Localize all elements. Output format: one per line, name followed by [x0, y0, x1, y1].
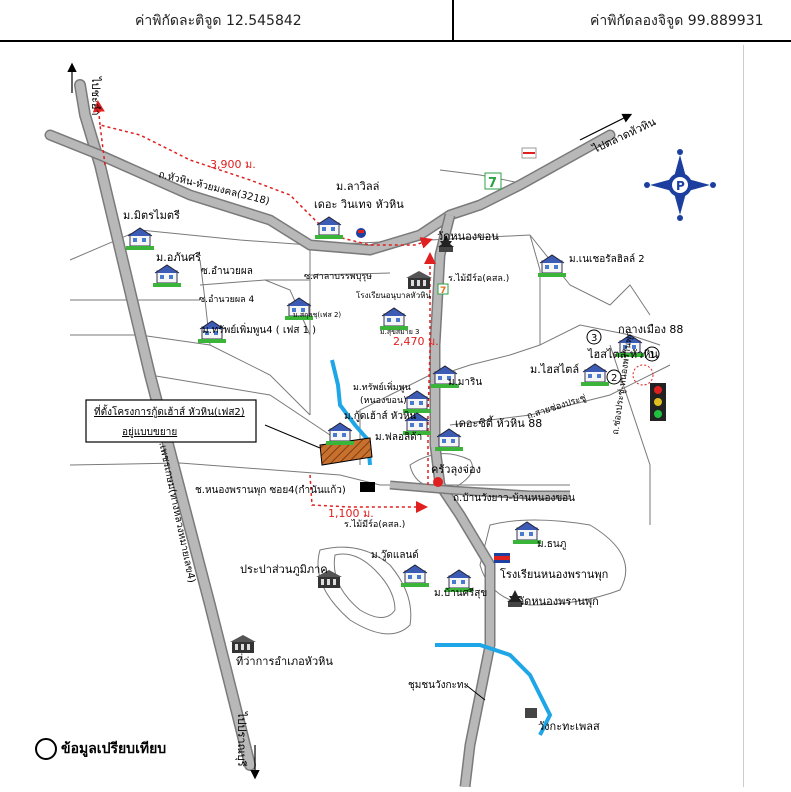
label-amnuay-phon-4: ซ.อำนวยผล 4	[199, 294, 255, 305]
seven-eleven-icon: 7	[484, 172, 502, 191]
distance-2470: 2,470 ม.	[393, 335, 439, 348]
latitude-label: ค่าพิกัดละติจูด 12.545842	[135, 13, 302, 29]
distance-3900: 3,900 ม.	[210, 158, 256, 171]
label-wangkatha-place: วังกะทะเพลส	[538, 720, 600, 733]
project-subtitle: อยู่แบบขยาย	[122, 427, 177, 438]
longitude-label: ค่าพิกัดลองจิจูด 99.889931	[590, 13, 764, 29]
svg-text:P: P	[676, 179, 685, 193]
label-thongsap: ม.ทรัพย์เพิ่มพูน	[353, 380, 411, 393]
hua-hin-huai-mongkol-road	[44, 129, 616, 256]
house-icon-the-land	[400, 564, 430, 588]
traffic-light-icon	[650, 383, 666, 421]
house-icon-larivale	[314, 216, 344, 240]
map-canvas: P 7 7	[44, 62, 716, 788]
label-nong-khon: (หนองขอน)	[360, 396, 407, 406]
svg-text:7: 7	[440, 286, 446, 296]
label-the-city: เดอะซิตี้ หัวหิน 88	[455, 415, 542, 430]
label-marin: ม.มาริน	[448, 377, 482, 388]
label-orkanjari: ม.อภันศรี	[156, 251, 201, 264]
label-krua-lung: ครัวลุงจ่อง	[431, 463, 481, 476]
label-wat-nong-khon: วัดหนองขอน	[437, 230, 499, 243]
label-thonglek: ม.ทรัพย์เพิ่มพูน4 ( เฟส 1 )	[202, 322, 316, 336]
legend-label: ข้อมูลเปรียบเทียบ	[61, 741, 167, 757]
house-icon-suksamai3	[379, 307, 409, 331]
coordinate-divider	[452, 0, 454, 40]
label-goodhouse: ม.กู้ดเฮ้าส์ หัวหิน	[344, 410, 417, 422]
label-ban-wang-yao: ถ.บ้านวังยาว-บ้านหนองขอน	[453, 492, 575, 504]
label-the-land: ม.วู๊ดแลนด์	[371, 549, 419, 561]
label-to-cha-am: ไปชะอำ	[89, 76, 102, 116]
marker-3: 3	[586, 329, 602, 345]
label-suksamai3: ม.สุขสมาย 3	[380, 328, 420, 336]
larivale-flag-icon	[356, 228, 366, 238]
route-lines	[92, 100, 436, 513]
label-mai-moo-sor: ร.ไม้มีร์อ(คสล.)	[448, 272, 509, 284]
district-office-icon	[230, 635, 256, 653]
label-hi-style: ม.ไฮสไตล์	[530, 363, 579, 376]
label-district-office: ที่ว่าการอำเภอหัวหิน	[236, 653, 333, 668]
label-mitrmaitri: ม.มิตรไมตรี	[123, 209, 180, 222]
label-school: โรงเรียนอนุบาลหัวหิน	[356, 290, 431, 300]
label-wat-nong-phran: วัดหนองพรานพุก	[518, 595, 599, 608]
project-gate-icon	[360, 482, 375, 492]
svg-text:1: 1	[649, 350, 655, 361]
legend-circle-icon	[35, 738, 57, 760]
svg-text:7: 7	[488, 176, 497, 191]
location-map: P 7 7	[10, 45, 744, 788]
house-icon-project	[325, 422, 355, 446]
label-thanapu: ม.ธนภู	[537, 539, 566, 550]
nong-khon-road	[429, 213, 496, 788]
svg-text:2: 2	[611, 373, 617, 384]
label-rongrean: โรงเรียนหนองพรานพุก	[500, 567, 608, 581]
label-to-pranburi: ไปปราณบุรี	[235, 711, 248, 767]
school-icon-anuban	[406, 271, 432, 289]
project-callout: ที่ตั้งโครงการกู้ดเฮ้าส์ หัวหิน(เฟส2) อย…	[85, 399, 257, 443]
seven-eleven-icon-2: 7	[437, 283, 449, 296]
label-waterworks: ประปาส่วนภูมิภาค	[240, 563, 328, 576]
label-hi-style-hua-hin: ไฮสไตล์ หัวหิน	[587, 348, 659, 361]
house-icon-thongsap	[402, 390, 432, 414]
label-bansukh: ม.บ้านศรีสุข	[434, 587, 487, 599]
label-florida: ม.ฟลอลิด้า	[375, 431, 422, 443]
marker-2: 2	[606, 369, 622, 385]
legend: ข้อมูลเปรียบเทียบ	[35, 738, 166, 760]
house-icon-orkanjari	[152, 264, 182, 288]
label-klang-mueang: กลางเมือง 88	[618, 323, 683, 336]
label-amnuay-phon: ซ.อำนวยผล	[201, 266, 253, 277]
distance-1100: 1,100 ม.	[328, 507, 374, 520]
svg-text:3: 3	[591, 333, 597, 344]
coordinate-bar: ค่าพิกัดละติจูด 12.545842 ค่าพิกัดลองจิจ…	[0, 0, 791, 42]
compass-icon: P	[644, 149, 716, 221]
wangkatha-place-icon	[525, 708, 537, 718]
label-chumchon: ชุมชนวังกะทะ	[408, 680, 469, 691]
label-nature-hill: ม.เนเชอรัลฮิลล์ 2	[569, 253, 645, 265]
label-the-winter: เดอะ วินเทจ หัวหิน	[314, 198, 404, 211]
gas-station-icon	[521, 147, 537, 159]
phetkasem-road	[74, 79, 256, 771]
project-title: ที่ตั้งโครงการกู้ดเฮ้าส์ หัวหิน(เฟส2)	[94, 404, 245, 418]
minor-roads	[69, 169, 671, 525]
label-nong-phran-puk-soi4: ช.หนองพรานพุก ซอย4(กำนันแก้ว)	[195, 484, 346, 496]
label-sala: ซ.ศาลาบรรพบุรุษ	[304, 272, 372, 282]
label-mai-moo-sor-2: ร.ไม้มีร์อ(คสล.)	[344, 518, 405, 530]
house-icon-nature-hill	[537, 254, 567, 278]
school-flag-icon	[494, 553, 510, 563]
direction-arrows	[67, 62, 633, 780]
krua-lung-icon	[433, 477, 443, 487]
label-sakul2: ม.สกุลชุ(เฟส 2)	[293, 311, 341, 319]
house-icon-hi-style	[580, 363, 610, 387]
ban-wang-yao-road	[389, 480, 570, 500]
label-larivale: ม.ลาวิลล่	[336, 180, 379, 193]
marker-1: 1	[644, 346, 660, 362]
